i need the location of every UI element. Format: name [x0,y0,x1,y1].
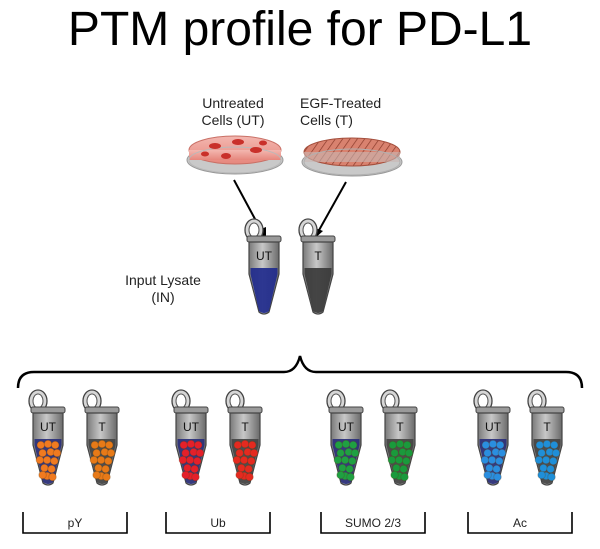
group-1-tube-ut: UT [171,389,209,486]
bead-cluster [178,439,205,482]
tube-label: T [396,420,404,434]
untreated-cells-label: Untreated Cells (UT) [201,95,265,128]
group-bracket-2: SUMO 2/3 [320,512,426,534]
input-tube-t: T [298,218,336,315]
egf-treated-dish-icon [301,137,403,177]
input-lysate-label: Input Lysate (IN) [125,272,201,305]
group-2-tube-t: T [380,389,418,486]
untreated-dish-icon [186,135,284,175]
group-label: Ac [513,516,527,530]
group-bracket-3: Ac [467,512,573,534]
group-1-tube-t: T [225,389,263,486]
group-underlines: pY Ub SUMO 2/3 Ac [22,512,573,534]
group-0-tube-t: T [82,389,120,486]
egf-treated-cells-label: EGF-Treated Cells (T) [300,95,382,128]
tube-label: UT [40,420,57,434]
tube-label: T [98,420,106,434]
tube-label: T [314,249,322,263]
group-label: SUMO 2/3 [345,516,401,530]
group-2-tube-ut: UT [326,389,364,486]
bead-cluster [89,439,116,482]
bead-cluster [480,439,507,482]
group-3-tube-t: T [527,389,565,486]
group-bracket [16,355,584,389]
tube-label: T [543,420,551,434]
bead-cluster [333,439,360,482]
tube-label: T [241,420,249,434]
group-bracket-1: Ub [165,512,271,534]
tube-label: UT [256,249,273,263]
tube-label: UT [485,420,502,434]
tube-label: UT [338,420,355,434]
group-0-tube-ut: UT [28,389,66,486]
bead-cluster [232,439,259,482]
group-bracket-0: pY [22,512,128,534]
bead-cluster [387,439,414,482]
arrow-t-to-lysate [313,181,347,240]
tube-label: UT [183,420,200,434]
input-tube-ut: UT [244,218,282,315]
group-label: Ub [210,516,226,530]
group-label: pY [68,516,83,530]
bead-cluster [35,439,62,482]
group-3-tube-ut: UT [473,389,511,486]
tubes-layer: UT T UT T UT T UT T UT T [28,218,565,486]
bead-cluster [534,439,561,482]
diagram-title: PTM profile for PD-L1 [67,3,533,56]
